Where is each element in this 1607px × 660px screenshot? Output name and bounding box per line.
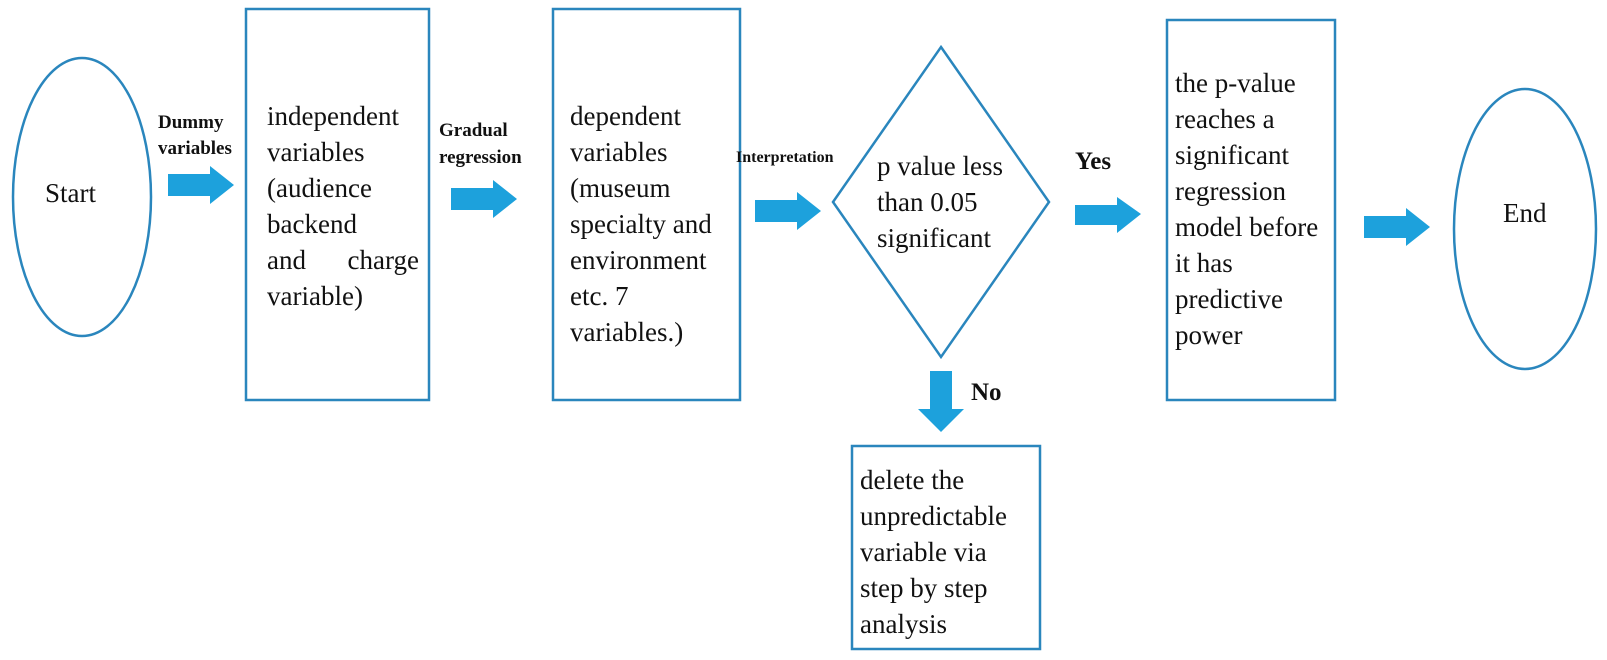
text-line: unpredictable (860, 501, 1007, 531)
independent-variables-text: independent variables (audience backend … (267, 98, 419, 314)
delete-variable-text: delete the unpredictable variable via st… (860, 462, 1007, 642)
text-line: step by step (860, 573, 988, 603)
text-line: (audience (267, 173, 372, 203)
arrow-no (918, 371, 964, 432)
result-box (1165, 18, 1337, 402)
arrow-gradual-regression (451, 180, 517, 218)
dependent-variables-box (551, 7, 742, 402)
arrow-to-end (1364, 208, 1430, 246)
text-line: reaches a (1175, 104, 1275, 134)
start-node (11, 56, 153, 338)
text-line: significant (1175, 140, 1289, 170)
text-line: variables (267, 137, 365, 167)
dependent-variables-text: dependent variables (museum specialty an… (570, 98, 712, 350)
delete-variable-box (850, 444, 1042, 651)
text-line: than 0.05 (877, 187, 978, 217)
text-line: variables.) (570, 317, 684, 347)
text-line: (museum (570, 173, 671, 203)
text-line-justified: and charge (267, 242, 419, 278)
edge-label-line: Gradual (439, 120, 508, 141)
text-line: etc. 7 (570, 281, 629, 311)
text-line: regression (1175, 176, 1286, 206)
text-line: p value less (877, 151, 1003, 181)
text-line: delete the (860, 465, 965, 495)
start-label: Start (45, 178, 96, 208)
decision-diamond (831, 44, 1051, 360)
word: charge (347, 245, 419, 275)
result-text: the p-value reaches a significant regres… (1175, 65, 1318, 353)
text-line: the p-value (1175, 68, 1296, 98)
text-line: significant (877, 223, 991, 253)
edge-label-interpretation: Interpretation (736, 149, 834, 166)
text-line: power (1175, 320, 1243, 350)
text-line: specialty and (570, 209, 712, 239)
edge-label-line: variables (158, 138, 232, 159)
text-line: independent (267, 101, 399, 131)
text-line: backend (267, 209, 357, 239)
text-line: variables (570, 137, 668, 167)
text-line: model before (1175, 212, 1319, 242)
arrow-yes (1075, 197, 1141, 233)
independent-variables-box (244, 7, 431, 402)
end-node (1452, 87, 1598, 371)
text-line: predictive (1175, 284, 1283, 314)
text-line: analysis (860, 609, 947, 639)
text-line: variable) (267, 281, 363, 311)
word: and (267, 245, 306, 275)
decision-text: p value less than 0.05 significant (877, 148, 1003, 256)
edge-label-yes: Yes (1075, 148, 1112, 175)
arrow-dummy-variables (168, 166, 234, 204)
text-line: variable via (860, 537, 987, 567)
edge-label-no: No (971, 379, 1002, 406)
edge-label-line: regression (439, 147, 522, 168)
end-label: End (1503, 198, 1547, 228)
edge-label-line: Dummy (158, 112, 224, 133)
text-line: it has (1175, 248, 1233, 278)
text-line: environment (570, 245, 707, 275)
edge-label-dummy-variables: Dummy variables (158, 110, 232, 162)
edge-label-gradual-regression: Gradual regression (439, 117, 522, 171)
text-line: dependent (570, 101, 681, 131)
arrow-interpretation (755, 192, 821, 230)
